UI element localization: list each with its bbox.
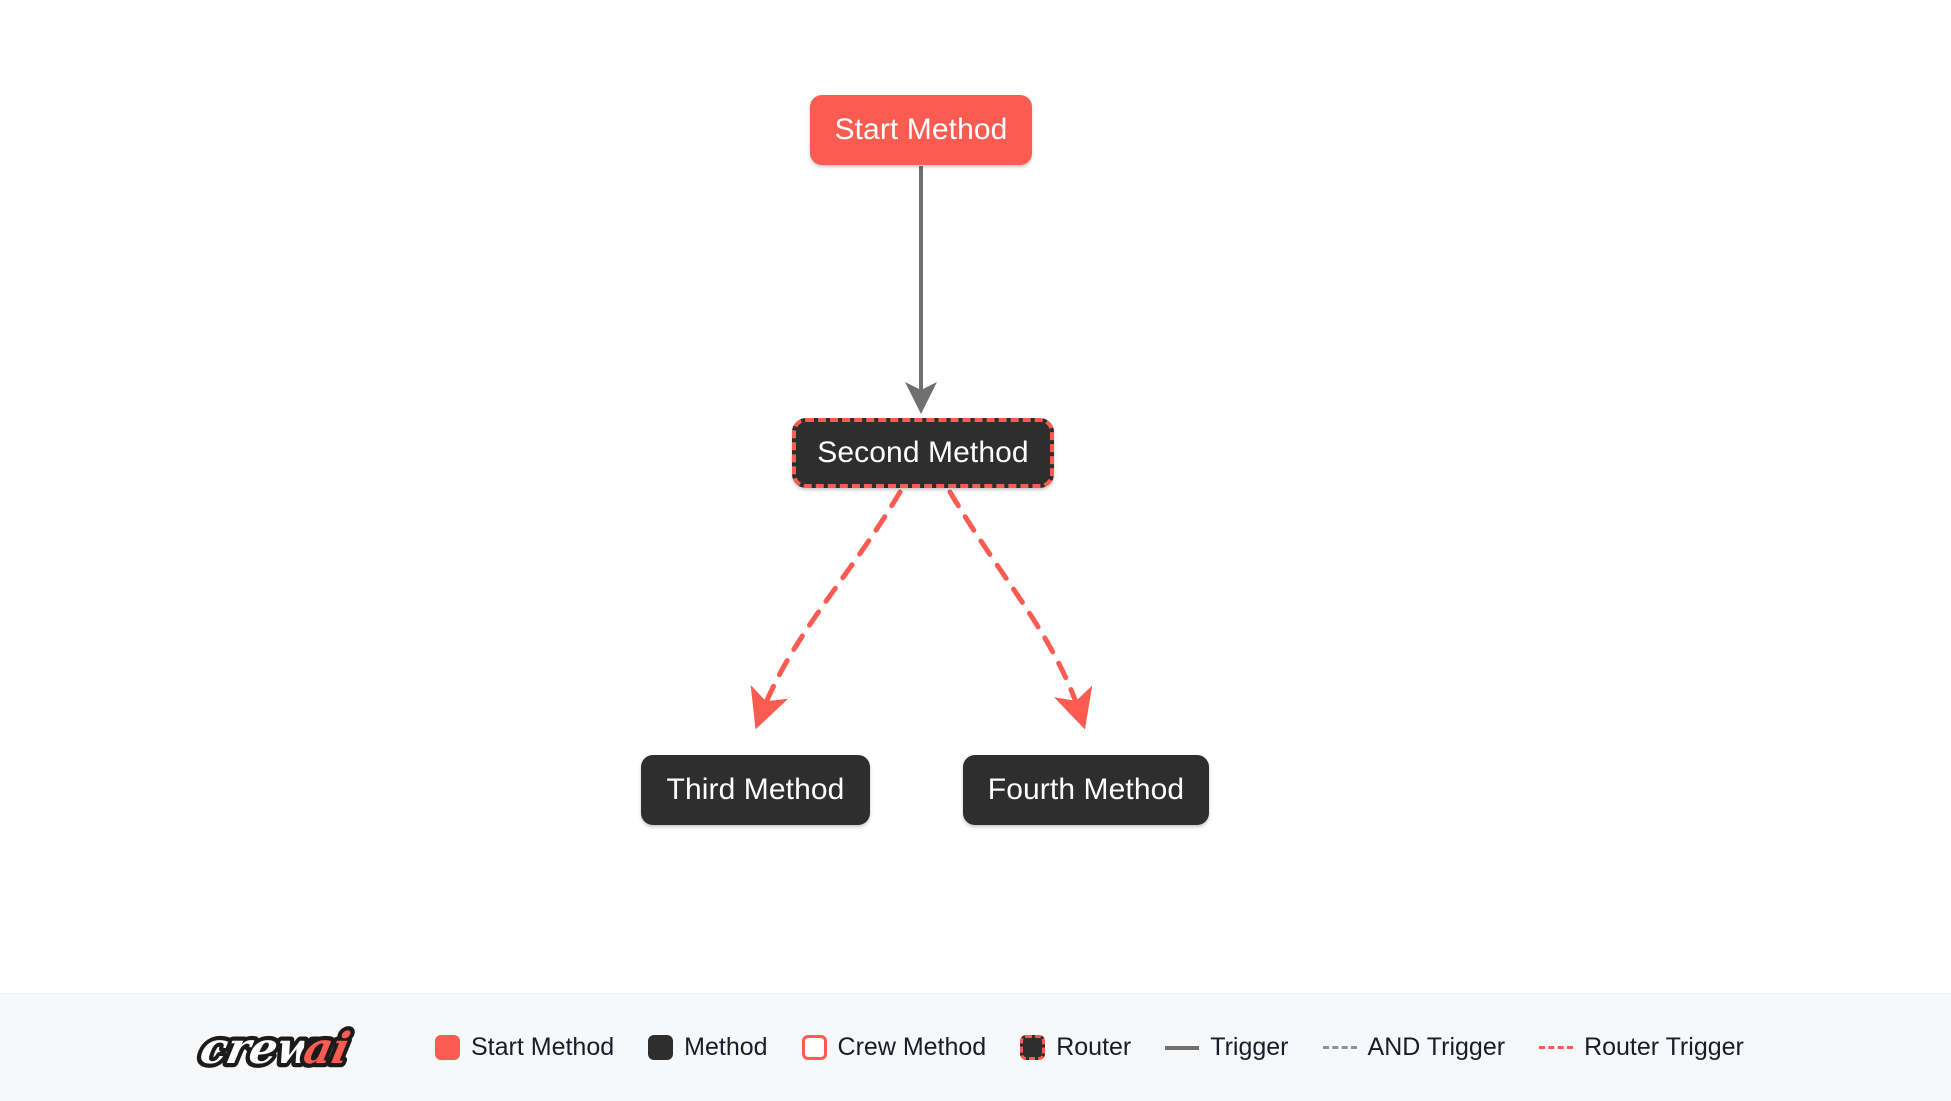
node-start-method[interactable]: Start Method xyxy=(810,95,1032,165)
legend-item-crew-method: Crew Method xyxy=(801,1033,987,1062)
edge-second-to-third xyxy=(750,489,903,730)
legend-label: Start Method xyxy=(471,1033,615,1061)
legend-item-router-trigger: Router Trigger xyxy=(1539,1033,1744,1062)
trigger-line-icon xyxy=(1165,1045,1200,1050)
node-fourth-method[interactable]: Fourth Method xyxy=(963,755,1209,825)
node-label: Fourth Method xyxy=(987,773,1185,806)
node-label: Third Method xyxy=(666,773,845,806)
legend-item-method: Method xyxy=(648,1033,768,1062)
router-trigger-line-icon xyxy=(1539,1046,1574,1049)
legend-label: AND Trigger xyxy=(1367,1033,1506,1061)
legend-label: Router xyxy=(1056,1033,1132,1061)
method-swatch-icon xyxy=(648,1035,674,1060)
edge-layer xyxy=(750,166,1093,730)
and-trigger-line-icon xyxy=(1322,1046,1357,1049)
edge-second-to-fourth xyxy=(947,489,1093,730)
legend-label: Router Trigger xyxy=(1584,1033,1744,1061)
legend-item-and-trigger: AND Trigger xyxy=(1322,1033,1506,1062)
crew-method-swatch-icon xyxy=(801,1035,827,1060)
legend-bar: crew ai Start Method Method Crew Method … xyxy=(0,993,1951,1101)
logo-text-crew: crew xyxy=(196,1023,321,1073)
node-label: Second Method xyxy=(817,436,1029,469)
node-third-method[interactable]: Third Method xyxy=(641,755,870,825)
legend-item-trigger: Trigger xyxy=(1165,1033,1289,1062)
router-swatch-icon xyxy=(1020,1035,1046,1060)
crewai-logo: crew ai xyxy=(192,1019,359,1078)
legend-label: Method xyxy=(684,1033,768,1061)
legend-label: Crew Method xyxy=(837,1033,987,1061)
flow-canvas[interactable]: Start Method Second Method Third Method … xyxy=(0,0,1951,993)
legend-item-start-method: Start Method xyxy=(435,1033,614,1062)
legend-label: Trigger xyxy=(1210,1033,1289,1061)
legend-items-container: crew ai Start Method Method Crew Method … xyxy=(186,1017,1778,1079)
node-label: Start Method xyxy=(834,113,1008,146)
node-second-method[interactable]: Second Method xyxy=(792,418,1054,488)
start-method-swatch-icon xyxy=(435,1035,460,1060)
legend-item-router: Router xyxy=(1020,1033,1131,1062)
logo-text-ai: ai xyxy=(299,1023,354,1073)
